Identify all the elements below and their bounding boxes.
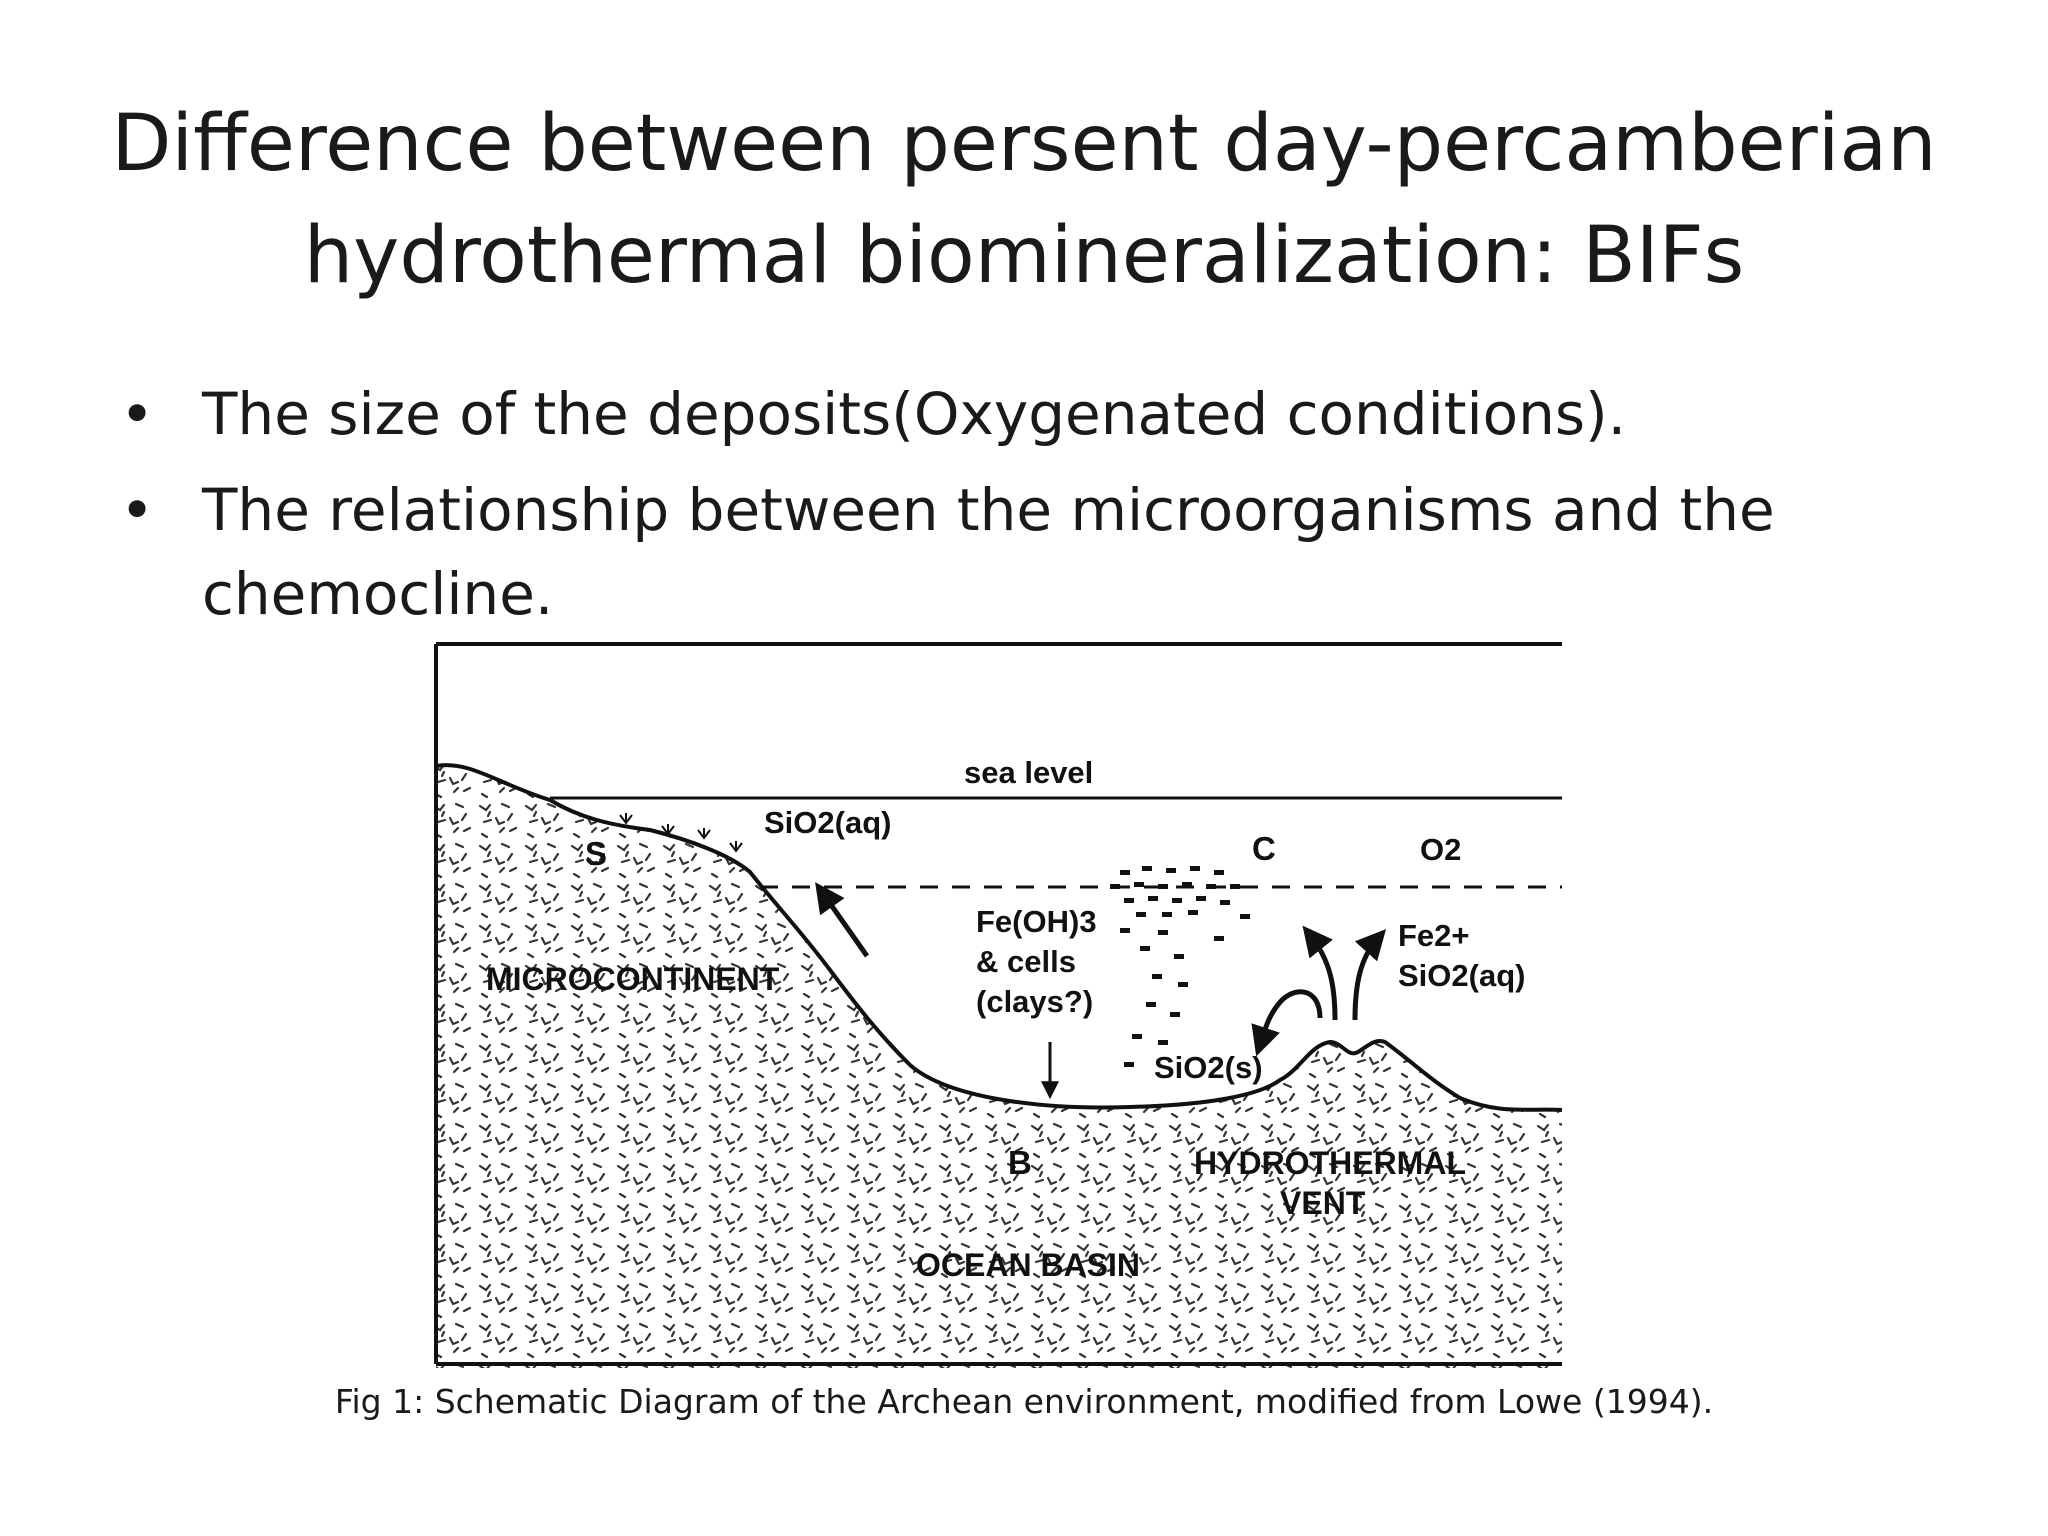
- seafloor-profile: [435, 763, 1562, 1112]
- microcontinent-label: MICROCONTINENT: [486, 961, 780, 997]
- slide-title: Difference between persent day-percamber…: [0, 88, 2048, 312]
- fe2-label: Fe2+: [1398, 918, 1470, 953]
- sea-level-label: sea level: [964, 755, 1093, 790]
- bullet-item: • The size of the deposits(Oxygenated co…: [120, 372, 1940, 456]
- label-s: S: [585, 835, 607, 872]
- vent-arrow-up-2: [1352, 929, 1387, 1021]
- vent-arrow-curve-left: [1251, 989, 1323, 1057]
- figure-caption: Fig 1: Schematic Diagram of the Archean …: [334, 1382, 1714, 1421]
- sio2-aq-right-label: SiO2(aq): [1398, 958, 1525, 993]
- title-line-2: hydrothermal biomineralization: BIFs: [303, 211, 1745, 301]
- particle-dots: [1110, 866, 1250, 1067]
- bullet-dot: •: [120, 476, 155, 544]
- vent-arrow-up-1: [1302, 925, 1338, 1021]
- cells-label: & cells: [976, 944, 1076, 979]
- o2-label: O2: [1420, 832, 1461, 867]
- rock-body: [436, 765, 1562, 1368]
- silica-upwelling-arrow: [815, 882, 870, 958]
- sio2-aq-left-label: SiO2(aq): [764, 805, 891, 840]
- hydrothermal-label: HYDROTHERMAL: [1194, 1145, 1466, 1181]
- ocean-basin-label: OCEAN BASIN: [916, 1247, 1140, 1283]
- bullet-dot: •: [120, 380, 155, 448]
- archean-environment-diagram: sea level SiO2(aq) S C O2 Fe(OH)3 & cell…: [430, 640, 1562, 1368]
- title-line-1: Difference between persent day-percamber…: [111, 99, 1937, 189]
- clays-label: (clays?): [976, 984, 1093, 1019]
- bullet-item: • The relationship between the microorga…: [120, 468, 1940, 636]
- bullet-text: The size of the deposits(Oxygenated cond…: [202, 380, 1627, 448]
- feoh3-label: Fe(OH)3: [976, 904, 1097, 939]
- sio2-s-label: SiO2(s): [1154, 1050, 1263, 1085]
- label-b: B: [1008, 1144, 1032, 1181]
- stromatolite-marks: [619, 813, 743, 853]
- bullet-list: • The size of the deposits(Oxygenated co…: [120, 372, 1940, 648]
- vent-label: VENT: [1280, 1185, 1366, 1221]
- label-c: C: [1252, 830, 1276, 867]
- bullet-text: The relationship between the microorgani…: [202, 476, 1775, 628]
